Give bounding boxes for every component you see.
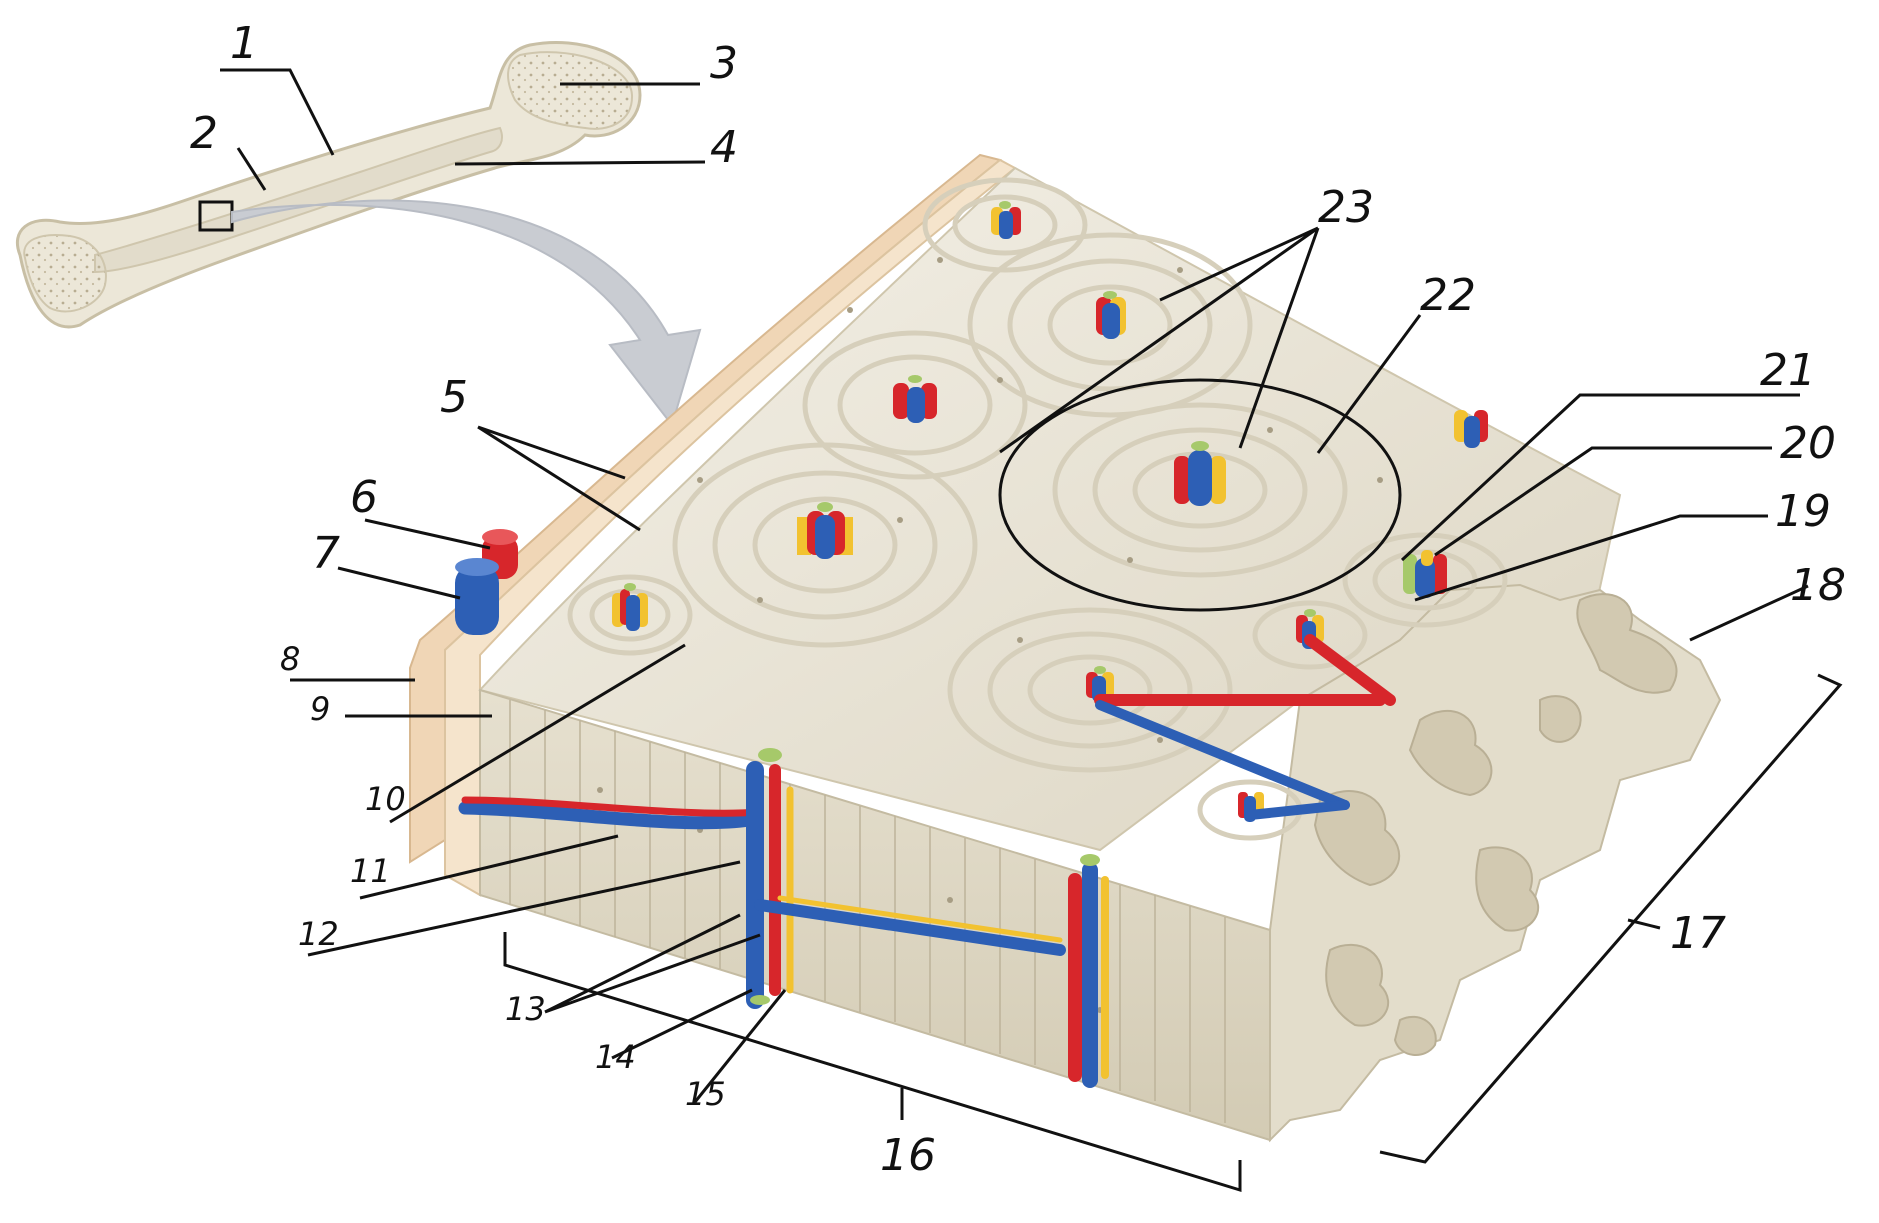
label-11: 11 xyxy=(350,852,391,890)
label-18: 18 xyxy=(1790,560,1846,611)
label-4: 4 xyxy=(710,122,738,173)
label-16: 16 xyxy=(880,1130,936,1181)
label-3: 3 xyxy=(710,38,738,89)
distal-epiphysis-spongy xyxy=(23,234,107,313)
perforating-vein-top xyxy=(1095,700,1350,810)
label-10: 10 xyxy=(365,780,406,818)
bundle-g xyxy=(1403,550,1447,598)
bundle-e xyxy=(1174,441,1226,506)
perforating-vein-top-2 xyxy=(1245,800,1350,820)
long-bone-illustration xyxy=(15,40,642,329)
label-22: 22 xyxy=(1420,270,1476,321)
bundle-b xyxy=(1096,291,1126,339)
label-5: 5 xyxy=(440,372,468,423)
bundle-d xyxy=(991,201,1021,239)
osteon-i xyxy=(1252,600,1368,670)
trabeculae xyxy=(1313,593,1678,1056)
label-8: 8 xyxy=(280,640,300,678)
label-15: 15 xyxy=(685,1075,726,1113)
medullary-cavity xyxy=(94,126,503,274)
label-17: 17 xyxy=(1670,908,1726,959)
perforating-artery-top xyxy=(1094,634,1396,706)
nerve-cap-bottom xyxy=(750,995,770,1005)
zoom-arrow xyxy=(231,199,702,428)
number-labels: 1 2 3 4 5 6 7 8 9 10 11 12 13 14 15 16 1… xyxy=(190,18,1846,1181)
osteon-c xyxy=(802,330,1028,480)
label-12: 12 xyxy=(298,915,339,953)
label-2: 2 xyxy=(190,108,218,159)
label-20: 20 xyxy=(1780,418,1836,469)
label-19: 19 xyxy=(1775,486,1831,537)
osteocytes xyxy=(597,257,1383,1013)
bundle-f xyxy=(1454,410,1488,448)
osteon-f xyxy=(947,607,1233,773)
label-23: 23 xyxy=(1318,182,1374,233)
label-1: 1 xyxy=(230,18,258,69)
nerve-cap-front-2 xyxy=(1080,854,1100,866)
bundle-a xyxy=(797,502,853,559)
label-14: 14 xyxy=(595,1038,636,1076)
label-7: 7 xyxy=(312,528,340,579)
bundle-h xyxy=(612,583,648,631)
label-6: 6 xyxy=(350,472,378,523)
leader-lines xyxy=(220,68,1843,1193)
osteon-b xyxy=(967,232,1253,418)
label-9: 9 xyxy=(310,690,330,728)
periosteal-vein xyxy=(455,565,499,635)
bundle-k xyxy=(1086,666,1114,702)
osteon-circle xyxy=(998,378,1402,612)
osteon-d xyxy=(922,177,1088,273)
label-13: 13 xyxy=(505,990,546,1028)
periosteal-vessels xyxy=(455,529,518,635)
bone-block xyxy=(409,153,1722,1143)
label-21: 21 xyxy=(1760,345,1816,396)
nerve-cap-front xyxy=(758,748,782,762)
bundle-c xyxy=(893,375,937,423)
front-face-vessels xyxy=(458,761,1109,1088)
proximal-epiphysis-spongy xyxy=(507,51,634,130)
